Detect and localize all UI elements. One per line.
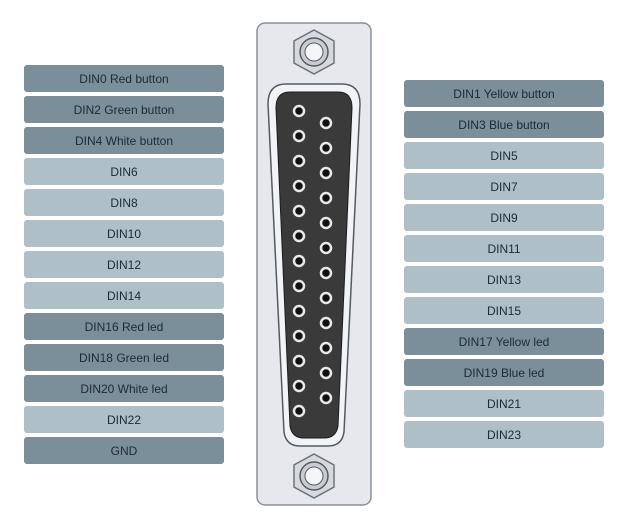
pin-label: DIN4 White button (24, 127, 224, 154)
db25-connector (256, 22, 372, 506)
connector-pin (319, 316, 333, 330)
connector-pin (292, 179, 306, 193)
connector-pin (319, 366, 333, 380)
connector-pin (319, 266, 333, 280)
pin-label: DIN9 (404, 204, 604, 231)
connector-pin (292, 154, 306, 168)
connector-pin (292, 229, 306, 243)
pin-label: DIN13 (404, 266, 604, 293)
connector-pin (292, 404, 306, 418)
connector-pin (292, 329, 306, 343)
connector-pin (319, 391, 333, 405)
pin-label: DIN15 (404, 297, 604, 324)
connector-inner-body (275, 91, 353, 439)
pin-label: GND (24, 437, 224, 464)
connector-pin (319, 116, 333, 130)
connector-pin (319, 191, 333, 205)
pin-label: DIN2 Green button (24, 96, 224, 123)
pin-row-left (292, 104, 306, 418)
top-hex-nut-icon (293, 29, 335, 75)
pin-label: DIN8 (24, 189, 224, 216)
pin-label: DIN11 (404, 235, 604, 262)
pin-label: DIN21 (404, 390, 604, 417)
pin-label: DIN6 (24, 158, 224, 185)
connector-pin (292, 104, 306, 118)
pin-row-right (319, 116, 333, 405)
connector-pin (292, 379, 306, 393)
pin-label: DIN3 Blue button (404, 111, 604, 138)
connector-pin (319, 166, 333, 180)
connector-pin (292, 304, 306, 318)
pin-label: DIN19 Blue led (404, 359, 604, 386)
connector-pin (319, 291, 333, 305)
pin-label: DIN23 (404, 421, 604, 448)
connector-pin (319, 216, 333, 230)
pin-label: DIN1 Yellow button (404, 80, 604, 107)
pin-label: DIN14 (24, 282, 224, 309)
pin-label: DIN17 Yellow led (404, 328, 604, 355)
connector-pin (319, 241, 333, 255)
connector-pin (319, 341, 333, 355)
pin-label: DIN7 (404, 173, 604, 200)
bottom-hex-nut-icon (293, 453, 335, 499)
connector-pin (292, 204, 306, 218)
pin-label: DIN5 (404, 142, 604, 169)
connector-pin (292, 354, 306, 368)
pin-label: DIN0 Red button (24, 65, 224, 92)
pin-label: DIN22 (24, 406, 224, 433)
connector-pin (292, 254, 306, 268)
pin-label: DIN10 (24, 220, 224, 247)
connector-pin (292, 129, 306, 143)
pin-label: DIN18 Green led (24, 344, 224, 371)
pin-label: DIN20 White led (24, 375, 224, 402)
pin-label: DIN12 (24, 251, 224, 278)
pin-label: DIN16 Red led (24, 313, 224, 340)
connector-pin (292, 279, 306, 293)
connector-pin (319, 141, 333, 155)
